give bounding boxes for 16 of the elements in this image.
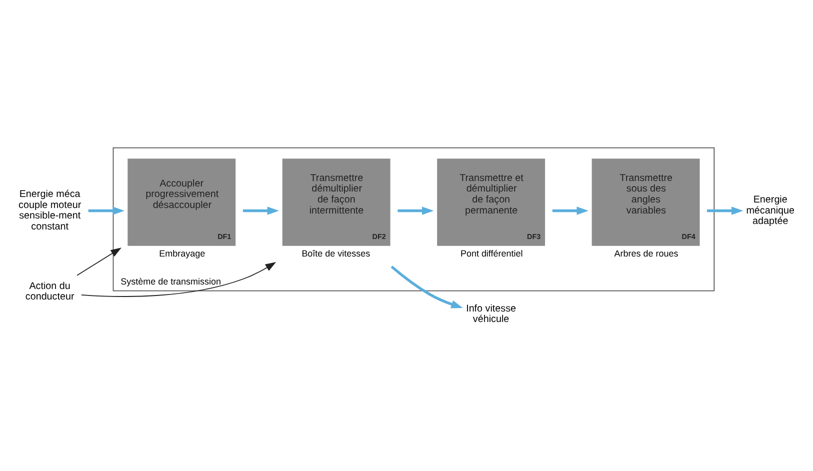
node-label: Pont différentiel bbox=[460, 248, 523, 259]
arrow bbox=[707, 206, 744, 215]
node-label: Embrayage bbox=[159, 248, 206, 259]
arrow bbox=[76, 248, 122, 276]
node-text: Energie mécanique adaptée bbox=[746, 194, 795, 228]
arrow bbox=[390, 266, 463, 308]
arrow bbox=[552, 206, 588, 215]
node-text: Energie méca couple moteur sensible-ment constant bbox=[18, 189, 82, 232]
node-label: Boîte de vitesses bbox=[302, 248, 370, 259]
arrow bbox=[88, 206, 125, 215]
arrow bbox=[242, 206, 280, 215]
node-text: Info vitesse véhicule bbox=[466, 303, 516, 326]
arrow bbox=[398, 206, 434, 215]
node-label: Arbres de roues bbox=[614, 248, 678, 259]
node-text: Action du conducteur bbox=[25, 280, 74, 303]
arrow bbox=[80, 262, 276, 297]
